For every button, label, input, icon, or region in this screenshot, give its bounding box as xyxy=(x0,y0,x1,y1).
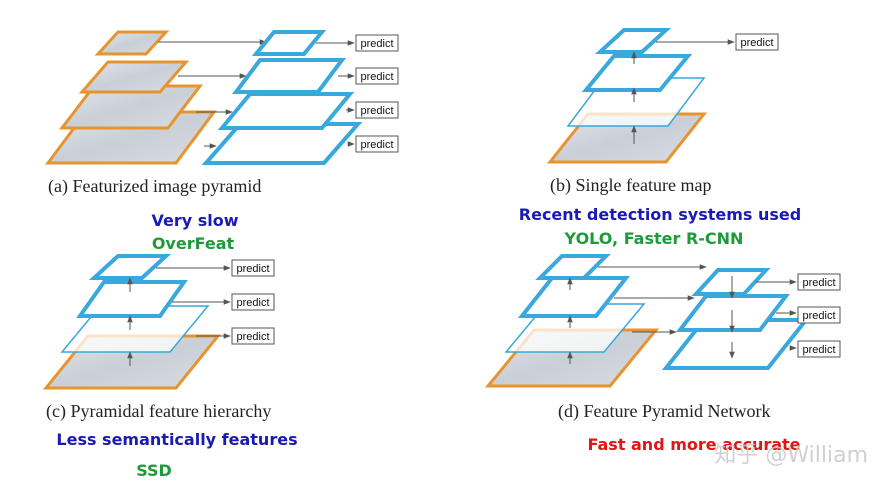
predict-label: predict xyxy=(360,71,393,83)
feature-map-3 xyxy=(217,92,355,130)
panel-b-caption: (b) Single feature map xyxy=(550,175,711,196)
panel-a-caption: (a) Featurized image pyramid xyxy=(48,176,261,197)
panel-d-caption: (d) Feature Pyramid Network xyxy=(558,401,770,422)
panel-d: predict predict predict (d) Feature Pyra… xyxy=(484,254,841,454)
panel-c-caption: (c) Pyramidal feature hierarchy xyxy=(46,401,271,422)
image-level-1 xyxy=(94,30,170,56)
panel-a-note-speed: Very slow xyxy=(151,211,238,230)
panel-a: predict predict predict predict (a) Feat… xyxy=(45,30,399,253)
feature-map-1 xyxy=(88,254,172,280)
panel-c-note-method: SSD xyxy=(136,461,172,480)
predict-box: predict xyxy=(797,340,841,358)
bottom-up-map-1 xyxy=(535,254,611,280)
panel-a-note-method: OverFeat xyxy=(152,234,235,253)
panel-b-note-methods: YOLO, Faster R-CNN xyxy=(564,229,744,248)
predict-box: predict xyxy=(231,293,275,311)
predict-box: predict xyxy=(231,259,275,277)
predict-label: predict xyxy=(360,105,393,117)
panel-b-note-usage: Recent detection systems used xyxy=(519,205,801,224)
feature-map-4 xyxy=(201,122,363,165)
watermark: 知乎 @William xyxy=(714,443,868,468)
feature-map-2 xyxy=(232,58,346,94)
predict-label: predict xyxy=(740,37,773,49)
predict-box: predict xyxy=(735,33,779,51)
panel-c: predict predict predict (c) Pyramidal fe… xyxy=(42,254,298,480)
feature-map-1 xyxy=(594,28,672,54)
feature-map-2 xyxy=(76,280,188,318)
predict-label: predict xyxy=(802,277,835,289)
predict-box: predict xyxy=(355,135,399,153)
predict-label: predict xyxy=(236,331,269,343)
predict-box: predict xyxy=(355,67,399,85)
predict-label: predict xyxy=(802,344,835,356)
panel-b: predict (b) Single feature map Recent de… xyxy=(519,28,801,248)
predict-label: predict xyxy=(236,263,269,275)
panel-c-note-semantics: Less semantically features xyxy=(56,430,297,449)
panel-d-note-speed: Fast and more accurate xyxy=(587,435,800,454)
image-level-2 xyxy=(78,60,190,94)
top-down-map-1 xyxy=(691,268,771,296)
predict-label: predict xyxy=(360,38,393,50)
predict-label: predict xyxy=(360,139,393,151)
feature-map-1 xyxy=(251,30,327,56)
predict-box: predict xyxy=(797,306,841,324)
predict-label: predict xyxy=(802,310,835,322)
predict-box: predict xyxy=(355,34,399,52)
predict-box: predict xyxy=(355,101,399,119)
predict-label: predict xyxy=(236,297,269,309)
predict-box: predict xyxy=(797,273,841,291)
image-level-3 xyxy=(58,84,204,130)
predict-box: predict xyxy=(231,327,275,345)
